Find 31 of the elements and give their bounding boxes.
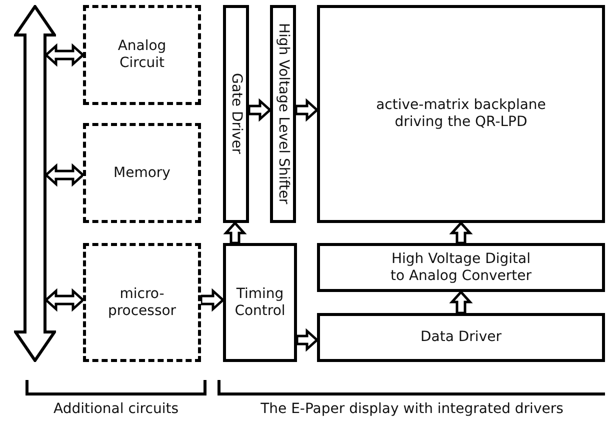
block-label: Gate Driver bbox=[228, 73, 244, 155]
block-arrow bbox=[44, 43, 85, 67]
block bbox=[223, 5, 249, 223]
block-arrow bbox=[449, 221, 473, 244]
dashed-block bbox=[83, 123, 201, 223]
block-label: Timing Control bbox=[234, 286, 286, 320]
block-arrow bbox=[44, 288, 85, 312]
block-arrow bbox=[296, 328, 319, 352]
block-label: active-matrix backplane driving the QR-LPD bbox=[376, 97, 546, 131]
group-caption: The E-Paper display with integrated drivers bbox=[260, 401, 564, 417]
dashed-block bbox=[83, 5, 201, 105]
block bbox=[317, 313, 605, 362]
dashed-block bbox=[83, 243, 201, 362]
block-arrow bbox=[223, 221, 247, 244]
block-label: Data Driver bbox=[420, 329, 502, 346]
block bbox=[223, 243, 297, 362]
block-arrow bbox=[248, 98, 272, 122]
block-label: High Voltage Digital to Analog Converter bbox=[389, 250, 533, 284]
block bbox=[317, 5, 605, 223]
block-arrow bbox=[200, 288, 225, 312]
bus-double-arrow bbox=[14, 5, 56, 362]
group-caption: Additional circuits bbox=[54, 401, 178, 417]
block bbox=[270, 5, 296, 223]
block-label: High Voltage Level Shifter bbox=[274, 23, 292, 205]
block-arrow bbox=[449, 290, 473, 314]
block bbox=[317, 243, 605, 292]
block-label: micro-processor bbox=[106, 286, 178, 320]
block-label: Analog Circuit bbox=[116, 38, 168, 72]
block-label: Memory bbox=[114, 164, 170, 182]
block-arrow bbox=[294, 98, 319, 122]
block-arrow bbox=[44, 163, 85, 187]
